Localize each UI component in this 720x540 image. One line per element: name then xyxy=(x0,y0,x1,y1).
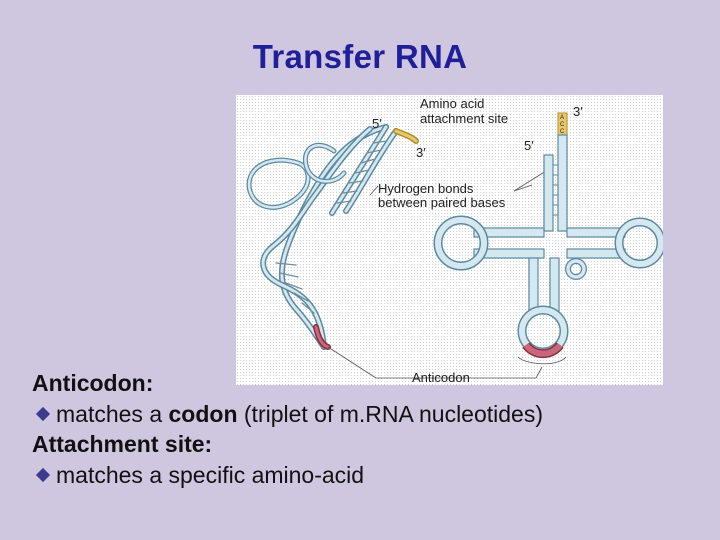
pointer-lines xyxy=(327,170,567,379)
bullet-attachment: matches a specific amino-acid xyxy=(32,460,543,491)
figure-labels: Amino acid attachment site 5′ 3′ 3′ 5′ H… xyxy=(372,96,583,385)
slide-body: Anticodon: matches a codon (triplet of m… xyxy=(32,368,543,490)
label-5prime-left: 5′ xyxy=(372,116,382,131)
label-3prime-right: 3′ xyxy=(573,104,583,119)
bullet1-post: (triplet of m.RNA nucleotides) xyxy=(237,400,544,427)
diamond-bullet-icon xyxy=(35,468,51,483)
trna-figure: Amino acid attachment site 5′ 3′ 3′ 5′ H… xyxy=(236,95,663,385)
label-acc-c1: C xyxy=(560,122,565,128)
heading-attachment: Attachment site: xyxy=(32,431,213,457)
trna-cloverleaf xyxy=(433,112,663,359)
label-anticodon: Anticodon xyxy=(412,370,470,385)
label-amino-acid-2: attachment site xyxy=(420,111,508,126)
diamond-bullet-icon xyxy=(35,407,51,422)
label-acc-c2: C xyxy=(560,129,565,135)
label-5prime-right: 5′ xyxy=(524,138,534,153)
bullet2-text: matches a specific amino-acid xyxy=(56,461,365,488)
label-acc-a: A xyxy=(560,115,564,121)
bullet1-bold: codon xyxy=(168,400,238,427)
label-hbonds-2: between paired bases xyxy=(378,195,506,210)
bullet1-pre: matches a xyxy=(56,400,169,427)
label-3prime-left: 3′ xyxy=(416,145,426,160)
bullet-anticodon: matches a codon (triplet of m.RNA nucleo… xyxy=(32,399,543,430)
heading-anticodon: Anticodon: xyxy=(32,370,154,396)
trna-diagram: Amino acid attachment site 5′ 3′ 3′ 5′ H… xyxy=(246,96,663,385)
slide-title: Transfer RNA xyxy=(252,38,468,75)
label-hbonds-1: Hydrogen bonds xyxy=(378,181,474,196)
label-amino-acid-1: Amino acid xyxy=(420,96,484,111)
trna-3d-structure xyxy=(246,124,419,350)
